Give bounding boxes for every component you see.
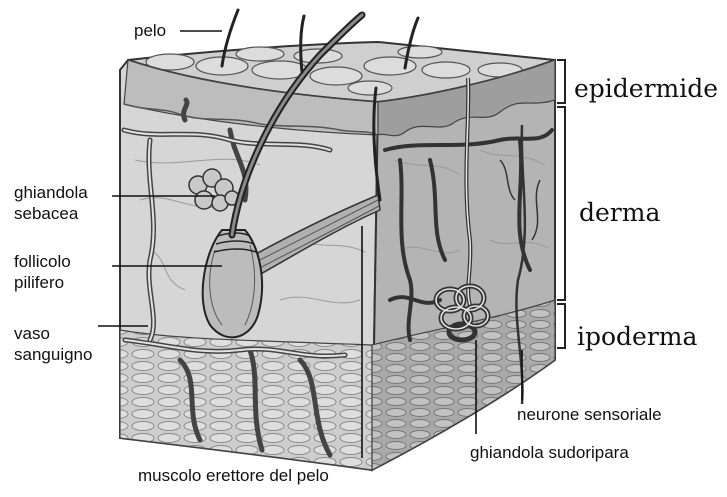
label-pelo: pelo <box>134 21 166 41</box>
layer-brackets <box>557 60 565 348</box>
hair-follicle <box>203 230 262 337</box>
label-ghiandola-sudoripara: ghiandola sudoripara <box>470 443 629 463</box>
label-ghiandola-sebacea-line1: ghiandola <box>14 183 88 203</box>
layer-label-epidermide: epidermide <box>574 75 718 103</box>
label-follicolo-pilifero-line1: follicolo <box>14 252 71 272</box>
label-ghiandola-sebacea-line2: sebacea <box>14 204 78 224</box>
label-vaso-sanguigno-line2: sanguigno <box>14 345 92 365</box>
label-muscolo-erettore: muscolo erettore del pelo <box>138 466 329 486</box>
label-follicolo-pilifero-line2: pilifero <box>14 273 64 293</box>
label-neurone-sensoriale: neurone sensoriale <box>517 405 662 425</box>
label-vaso-sanguigno-line1: vaso <box>14 324 50 344</box>
layer-label-derma: derma <box>579 199 660 227</box>
layer-label-ipoderma: ipoderma <box>577 323 697 351</box>
